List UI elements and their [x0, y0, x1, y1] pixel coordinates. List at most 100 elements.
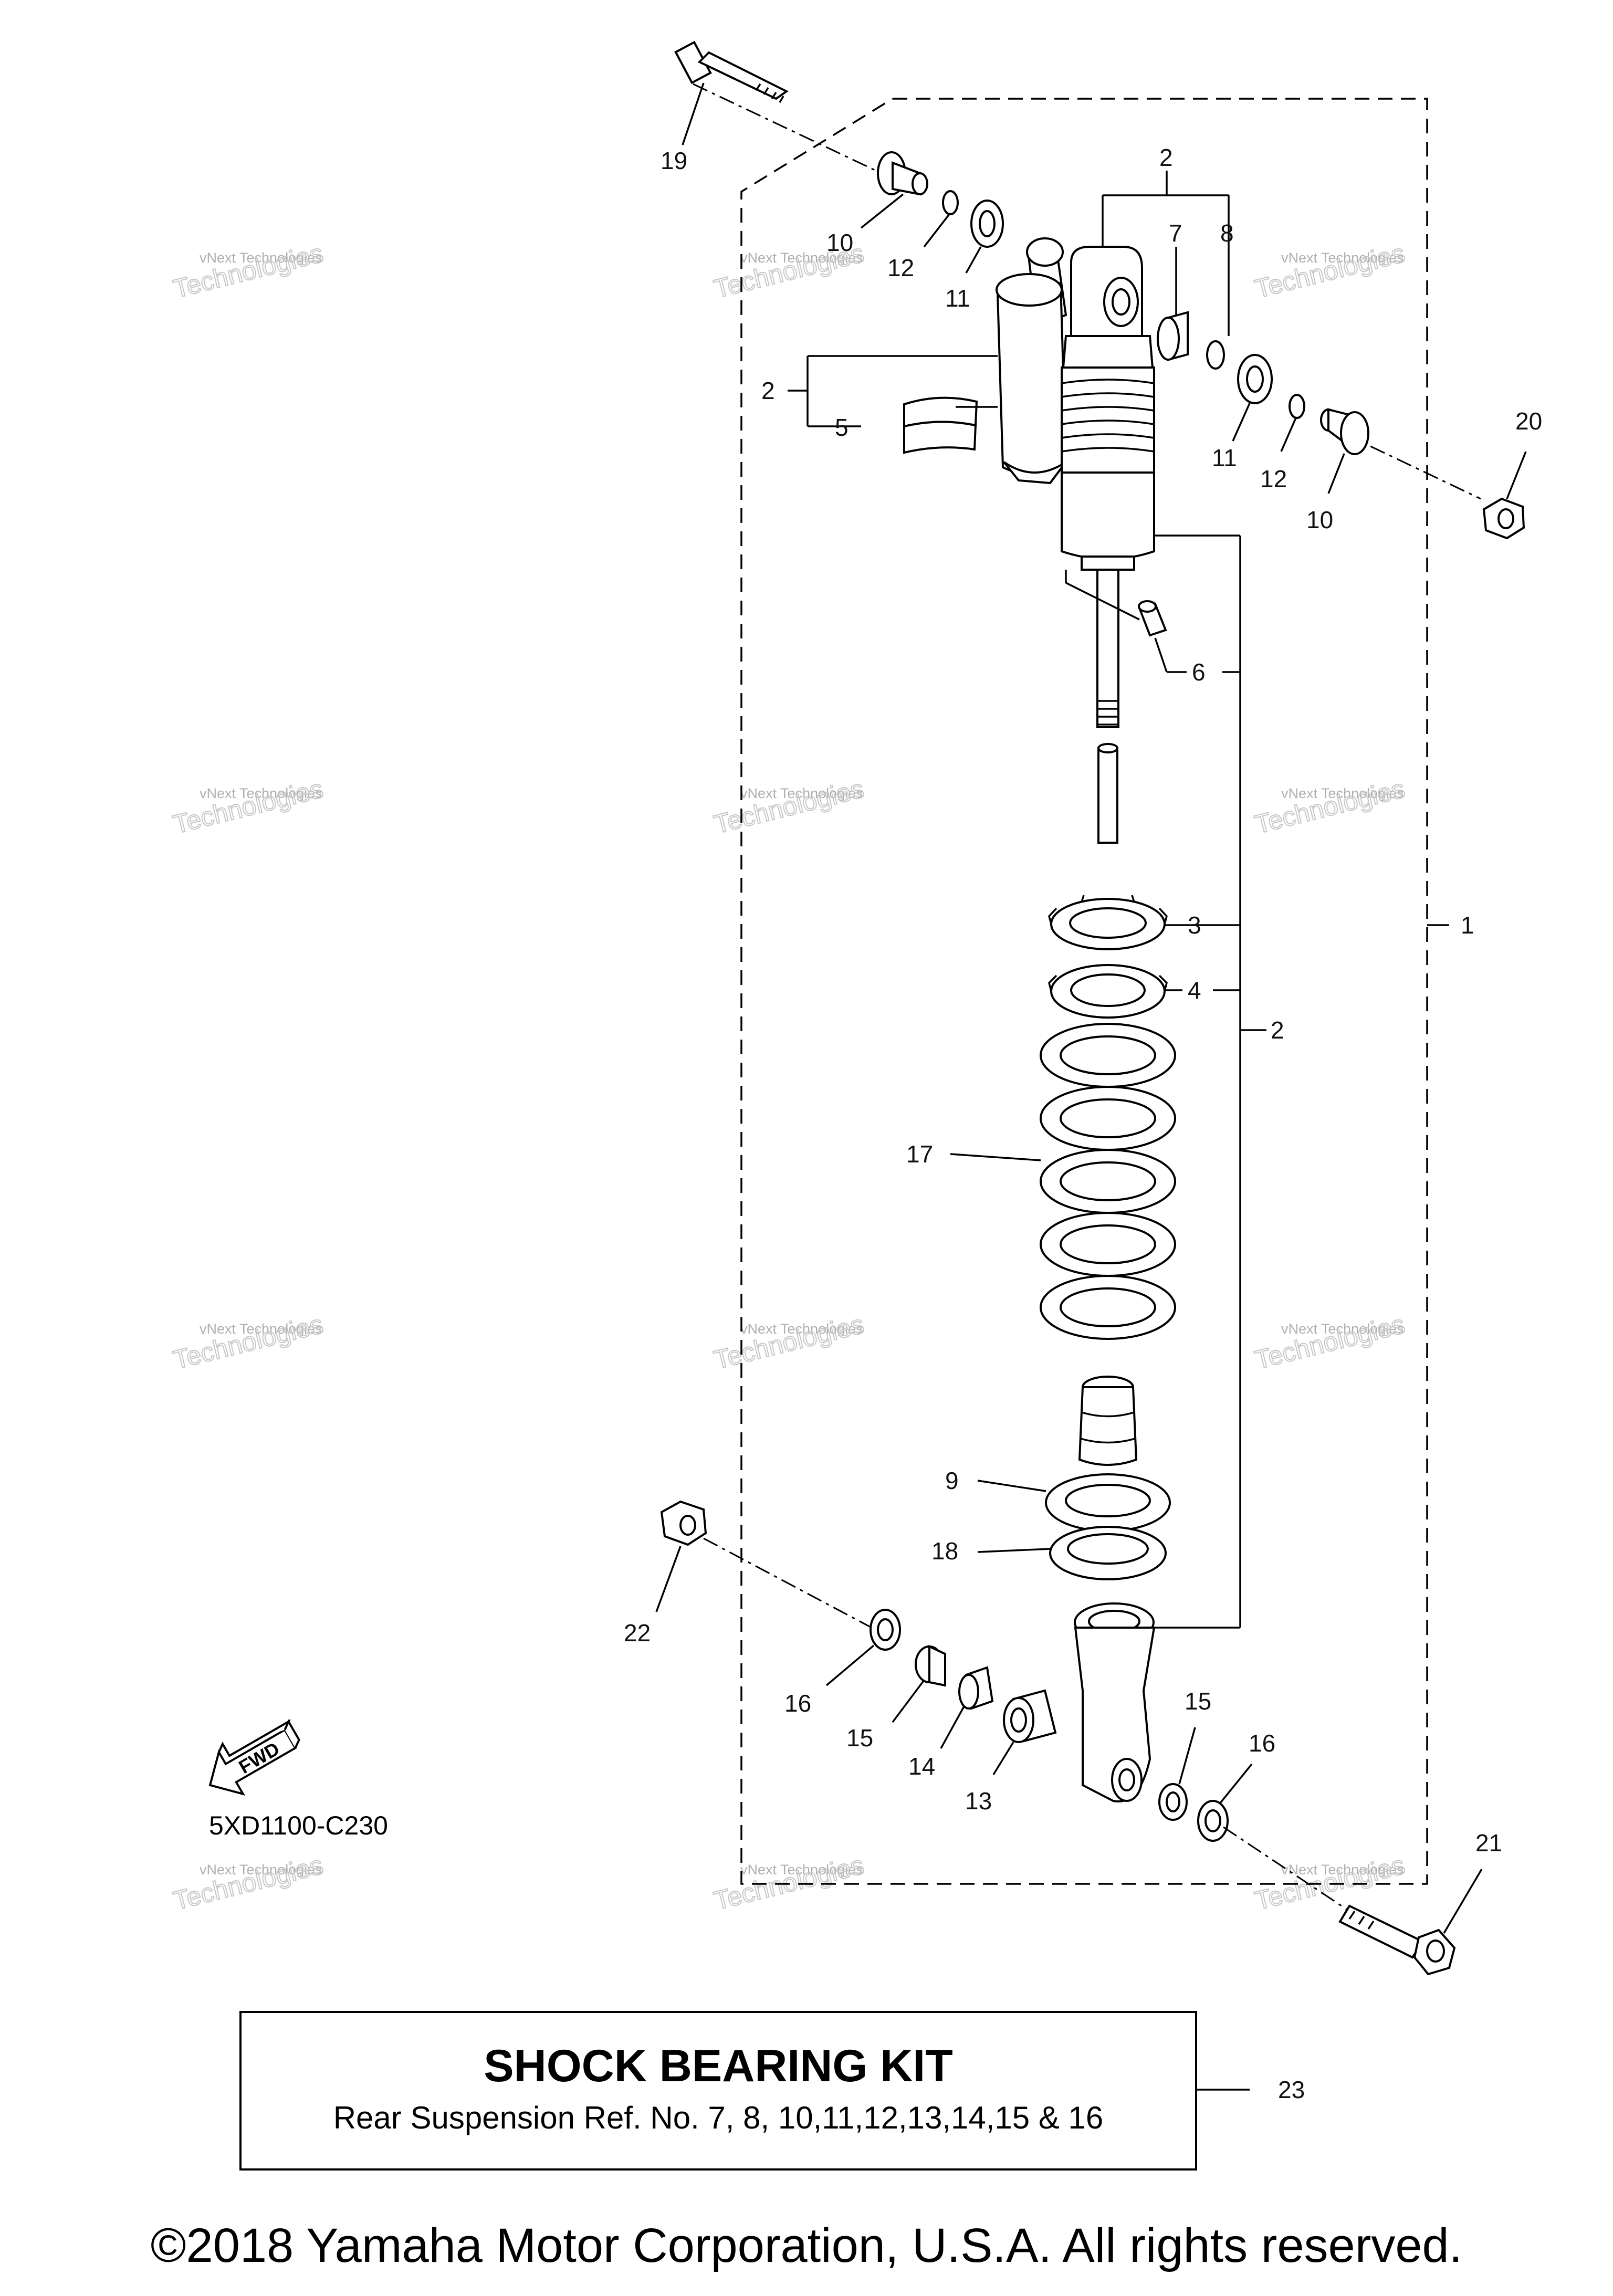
leader-line [1154, 637, 1168, 673]
callout-17: 17 [906, 1140, 933, 1168]
bolt-21 [1338, 1904, 1456, 1976]
bearing-13 [1003, 1689, 1057, 1743]
collar-10 [877, 151, 928, 196]
callout-16a: 16 [784, 1690, 811, 1717]
watermark-text: vNext Technologies [1281, 785, 1404, 801]
callout-15b: 15 [1185, 1687, 1211, 1715]
leader-line [965, 246, 982, 274]
callout-8: 8 [1220, 219, 1234, 247]
callout-7: 7 [1169, 219, 1182, 247]
shock-top-mount [1062, 246, 1154, 369]
nut-20 [1482, 497, 1525, 540]
reservoir-band-5 [903, 396, 978, 454]
o-ring-12 [942, 190, 959, 215]
leader-line [892, 1679, 925, 1723]
callout-21: 21 [1475, 1829, 1502, 1857]
callout-9: 9 [945, 1467, 959, 1494]
callout-15a: 15 [846, 1724, 873, 1752]
assembly-boundary [740, 98, 1428, 1885]
leader-line [950, 1153, 1041, 1161]
spring-17 [1040, 1023, 1176, 1340]
callout-13: 13 [965, 1787, 992, 1815]
piston-rod [1096, 569, 1119, 844]
callout-5: 5 [835, 414, 849, 441]
callout-12a: 12 [887, 254, 914, 281]
leader-line [977, 1480, 1046, 1492]
watermark-group: vNext Technologies Technologies vNext Te… [170, 238, 1408, 1916]
shock-cylinder [1061, 471, 1155, 571]
kit-title: SHOCK BEARING KIT [484, 2041, 953, 2091]
watermark-text: vNext Technologies [1281, 1862, 1404, 1878]
centerline [693, 83, 893, 180]
collar-14 [958, 1666, 994, 1710]
leader-line [1219, 1763, 1253, 1804]
locknut-3 [1048, 895, 1168, 950]
callout-3: 3 [1188, 911, 1201, 939]
watermark-logo: Technologies [170, 774, 326, 840]
adjuster-nut-4 [1048, 964, 1168, 1019]
oil-seal-16 [870, 1609, 901, 1651]
shock-lower-clevis [1074, 1602, 1156, 1802]
centerline [703, 1537, 872, 1629]
leader-line [682, 82, 705, 145]
leader-line [1327, 453, 1345, 494]
leader-line [923, 213, 950, 248]
watermark-logo: Technologies [711, 774, 867, 840]
callout-12b: 12 [1260, 465, 1287, 492]
centerline [1370, 445, 1481, 500]
oil-seal-11 [970, 200, 1004, 248]
callout-11a: 11 [945, 285, 970, 312]
callout-23: 23 [1278, 2076, 1305, 2103]
watermark-logo: Technologies [711, 1850, 867, 1916]
leader-line [1178, 1727, 1196, 1785]
watermark-text: vNext Technologies [740, 250, 863, 266]
callout-2a: 2 [761, 377, 775, 404]
spring-guide-18 [1049, 1526, 1167, 1580]
leader-line [1443, 1869, 1483, 1934]
watermark-text: vNext Technologies [200, 1862, 322, 1878]
shock-bearing-kit-box: SHOCK BEARING KIT Rear Suspension Ref. N… [239, 2011, 1197, 2171]
callout-2b: 2 [1159, 144, 1173, 171]
watermark-logo: Technologies [1252, 774, 1408, 840]
watermark-text: vNext Technologies [740, 1321, 863, 1337]
bearing-7 [1157, 311, 1189, 361]
spring-seat-9 [1045, 1473, 1171, 1532]
watermark-logo: Technologies [170, 238, 326, 304]
shock-reservoir [996, 237, 1067, 485]
watermark-logo: Technologies [1252, 238, 1408, 304]
watermark-logo: Technologies [1252, 1309, 1408, 1375]
fwd-arrow-icon: FWD [208, 1719, 300, 1796]
watermark-text: vNext Technologies [740, 785, 863, 801]
leader-line [1506, 451, 1527, 499]
valve-6 [1138, 600, 1167, 637]
callout-4: 4 [1188, 977, 1201, 1004]
collar-15 [915, 1644, 946, 1687]
leader-line [825, 1644, 875, 1686]
leader-line [1065, 582, 1140, 621]
watermark-logo: Technologies [170, 1309, 326, 1375]
watermark-text: vNext Technologies [200, 250, 322, 266]
callout-22: 22 [624, 1619, 651, 1647]
callout-20: 20 [1515, 407, 1542, 435]
leader-line [860, 193, 904, 229]
callout-2c: 2 [1271, 1016, 1284, 1044]
kit-subtitle: Rear Suspension Ref. No. 7, 8, 10,11,12,… [333, 2100, 1104, 2135]
leader-line [977, 1548, 1051, 1553]
oil-seal-16 [1197, 1800, 1229, 1842]
oil-seal-11 [1237, 354, 1273, 404]
watermark-logo: Technologies [170, 1850, 326, 1916]
callout-14: 14 [908, 1753, 935, 1780]
watermark-text: vNext Technologies [740, 1862, 863, 1878]
leader-line [992, 1742, 1014, 1775]
bump-stop [1078, 1376, 1138, 1466]
centerline [1223, 1826, 1350, 1912]
leader-line [655, 1546, 682, 1612]
callout-10a: 10 [826, 229, 853, 256]
o-ring-12 [1289, 394, 1305, 419]
collar-15 [1158, 1783, 1188, 1821]
shock-preload-body [1061, 366, 1155, 474]
leader-line [1232, 403, 1251, 442]
circlip-8 [1206, 340, 1225, 370]
watermark-text: vNext Technologies [200, 785, 322, 801]
